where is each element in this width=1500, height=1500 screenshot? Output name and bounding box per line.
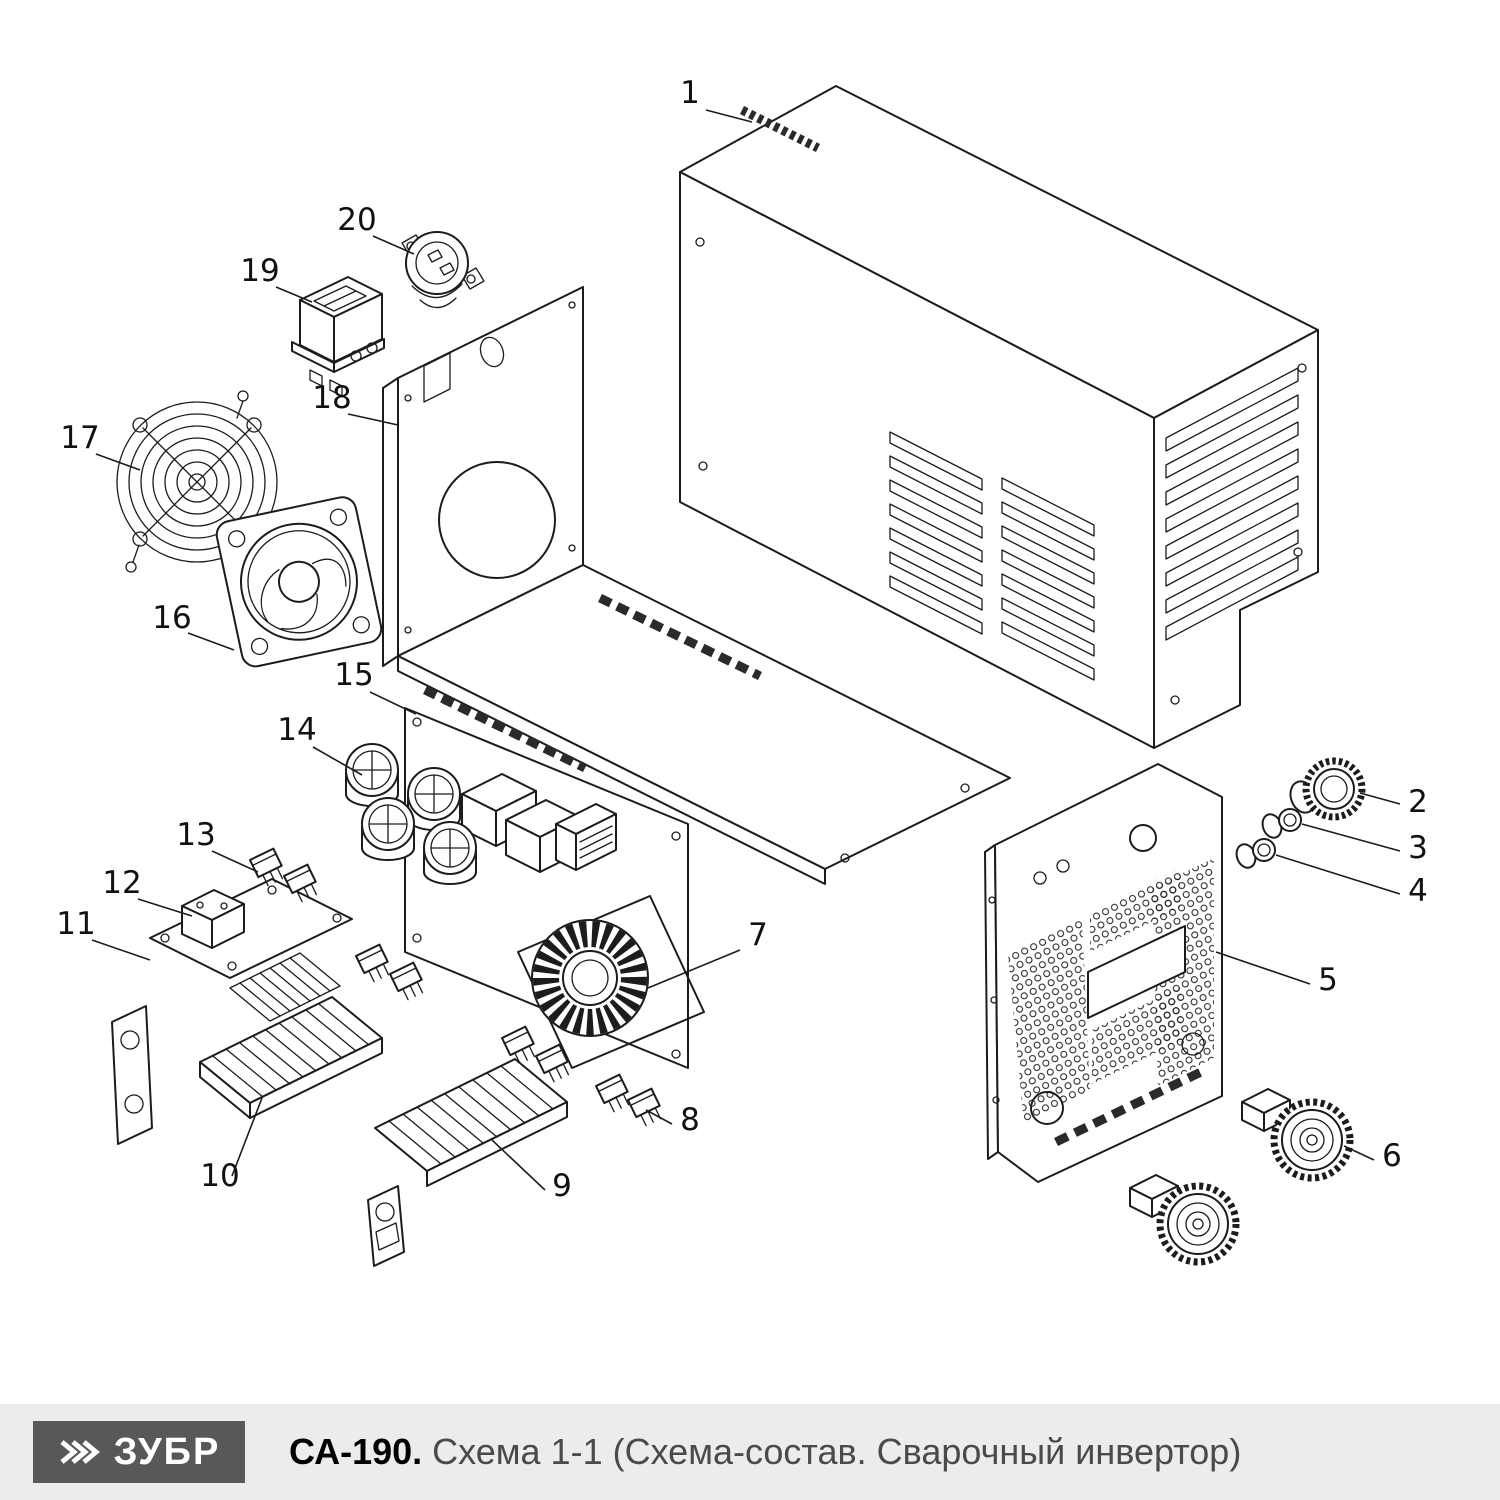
part-label-2: 2 [1408, 784, 1428, 820]
callout-5: 5 [1215, 951, 1338, 998]
lamp-part-3 [1261, 808, 1302, 839]
output-socket-part [1129, 1088, 1354, 1266]
callout-4: 4 [1275, 854, 1428, 909]
part-label-12: 12 [102, 865, 141, 901]
front-panel-part [984, 763, 1223, 1183]
callout-18: 18 [312, 380, 399, 426]
part-label-20: 20 [337, 202, 376, 238]
cover-front-louvres [889, 431, 1095, 681]
cover-part [679, 85, 1319, 749]
part-label-18: 18 [312, 380, 351, 416]
part-label-4: 4 [1408, 873, 1428, 909]
callout-1: 1 [680, 75, 753, 123]
part-label-19: 19 [240, 253, 279, 289]
callout-10: 10 [200, 1097, 263, 1194]
part-label-3: 3 [1408, 830, 1428, 866]
brand-logo: ЗУБР [33, 1421, 245, 1483]
callout-2: 2 [1359, 784, 1428, 820]
part-label-13: 13 [176, 817, 215, 853]
callout-13: 13 [176, 817, 259, 873]
heatsink-9-part [367, 1058, 568, 1267]
callout-15: 15 [334, 657, 417, 715]
exploded-diagram: 1 2 3 4 5 6 7 8 9 10 11 12 13 14 15 16 1… [56, 75, 1428, 1267]
callout-12: 12 [102, 865, 193, 917]
callout-11: 11 [56, 906, 151, 961]
part-label-7: 7 [748, 917, 768, 953]
callout-9: 9 [491, 1139, 572, 1204]
power-switch-part [291, 276, 385, 397]
heatsink-10-part [199, 996, 383, 1119]
callouts: 1 2 3 4 5 6 7 8 9 10 11 12 13 14 15 16 1… [56, 75, 1428, 1204]
callout-16: 16 [152, 600, 235, 651]
callout-3: 3 [1301, 823, 1428, 866]
part-label-10: 10 [200, 1158, 239, 1194]
part-label-8: 8 [680, 1102, 700, 1138]
cover-side-louvres [1165, 367, 1299, 641]
part-label-17: 17 [60, 420, 99, 456]
part-label-5: 5 [1318, 962, 1338, 998]
part-label-11: 11 [56, 906, 95, 942]
fan-grille-part [116, 390, 278, 573]
base-vent-row [598, 593, 762, 681]
callout-6: 6 [1343, 1138, 1402, 1174]
part-label-6: 6 [1382, 1138, 1402, 1174]
part-label-15: 15 [334, 657, 373, 693]
brand-name: ЗУБР [113, 1430, 221, 1473]
power-inlet-part [401, 231, 485, 309]
fan-part [215, 496, 383, 668]
base-vent-row [423, 685, 587, 773]
callout-20: 20 [337, 202, 415, 255]
part-label-14: 14 [277, 712, 316, 748]
callout-7: 7 [647, 917, 768, 989]
footer-bar: ЗУБР СА-190. Схема 1-1 (Схема-состав. Св… [0, 1404, 1500, 1500]
callout-17: 17 [60, 420, 141, 471]
lamp-part-4 [1235, 838, 1276, 869]
part-label-1: 1 [680, 75, 700, 111]
diagram-caption: СА-190. Схема 1-1 (Схема-состав. Сварочн… [289, 1431, 1241, 1473]
callout-14: 14 [277, 712, 363, 776]
callout-19: 19 [240, 253, 313, 303]
diagram-title: Схема 1-1 (Схема-состав. Сварочный инвер… [432, 1431, 1242, 1472]
toroid-part [517, 895, 705, 1069]
part-label-16: 16 [152, 600, 191, 636]
model-number: СА-190. [289, 1431, 423, 1472]
chassis-part [382, 286, 1011, 885]
small-heatsink [229, 952, 341, 1022]
control-board-part [111, 847, 353, 1145]
part-label-9: 9 [552, 1168, 572, 1204]
knob-part [1289, 757, 1366, 821]
brand-logo-icon [60, 1440, 100, 1464]
callout-8: 8 [645, 1102, 700, 1138]
